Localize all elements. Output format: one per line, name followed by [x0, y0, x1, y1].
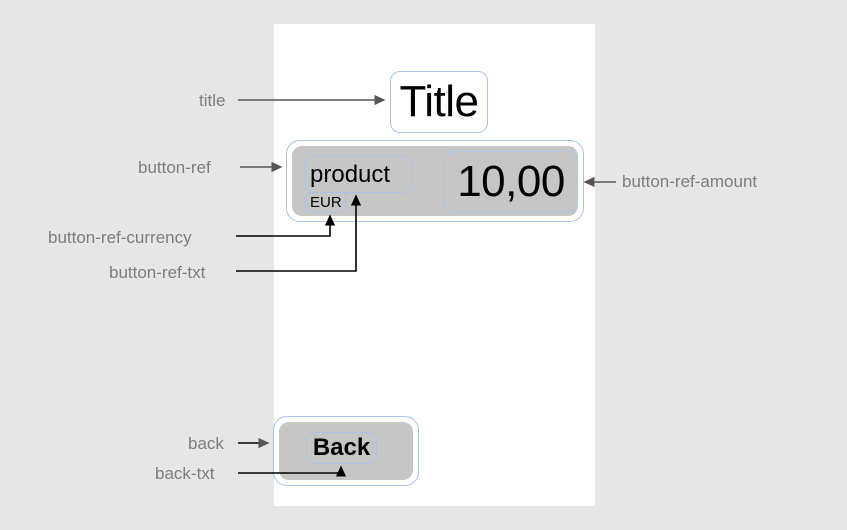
- annotation-label-back-txt: back-txt: [155, 464, 215, 483]
- annotation-label-button-ref-amount: button-ref-amount: [622, 172, 758, 191]
- annotation-label-button-ref: button-ref: [138, 158, 211, 177]
- button-ref-amount-value: 10,00: [457, 156, 565, 206]
- button-ref-txt: product: [305, 156, 412, 193]
- button-ref-txt-label: product: [310, 160, 391, 188]
- annotation-label-back: back: [188, 434, 224, 453]
- button-ref-amount: 10,00: [444, 151, 578, 212]
- annotation-label-button-ref-txt: button-ref-txt: [109, 263, 206, 282]
- page-title: Title: [390, 71, 488, 133]
- annotation-label-title: title: [199, 91, 226, 110]
- button-ref-currency: EUR: [305, 192, 346, 213]
- button-ref-currency-label: EUR: [310, 194, 342, 211]
- annotation-label-button-ref-currency: button-ref-currency: [48, 228, 192, 247]
- page-title-text: Title: [399, 77, 480, 126]
- back-button-label: Back: [312, 434, 371, 461]
- back-button-txt: Back: [306, 432, 377, 464]
- back-button[interactable]: [273, 416, 419, 486]
